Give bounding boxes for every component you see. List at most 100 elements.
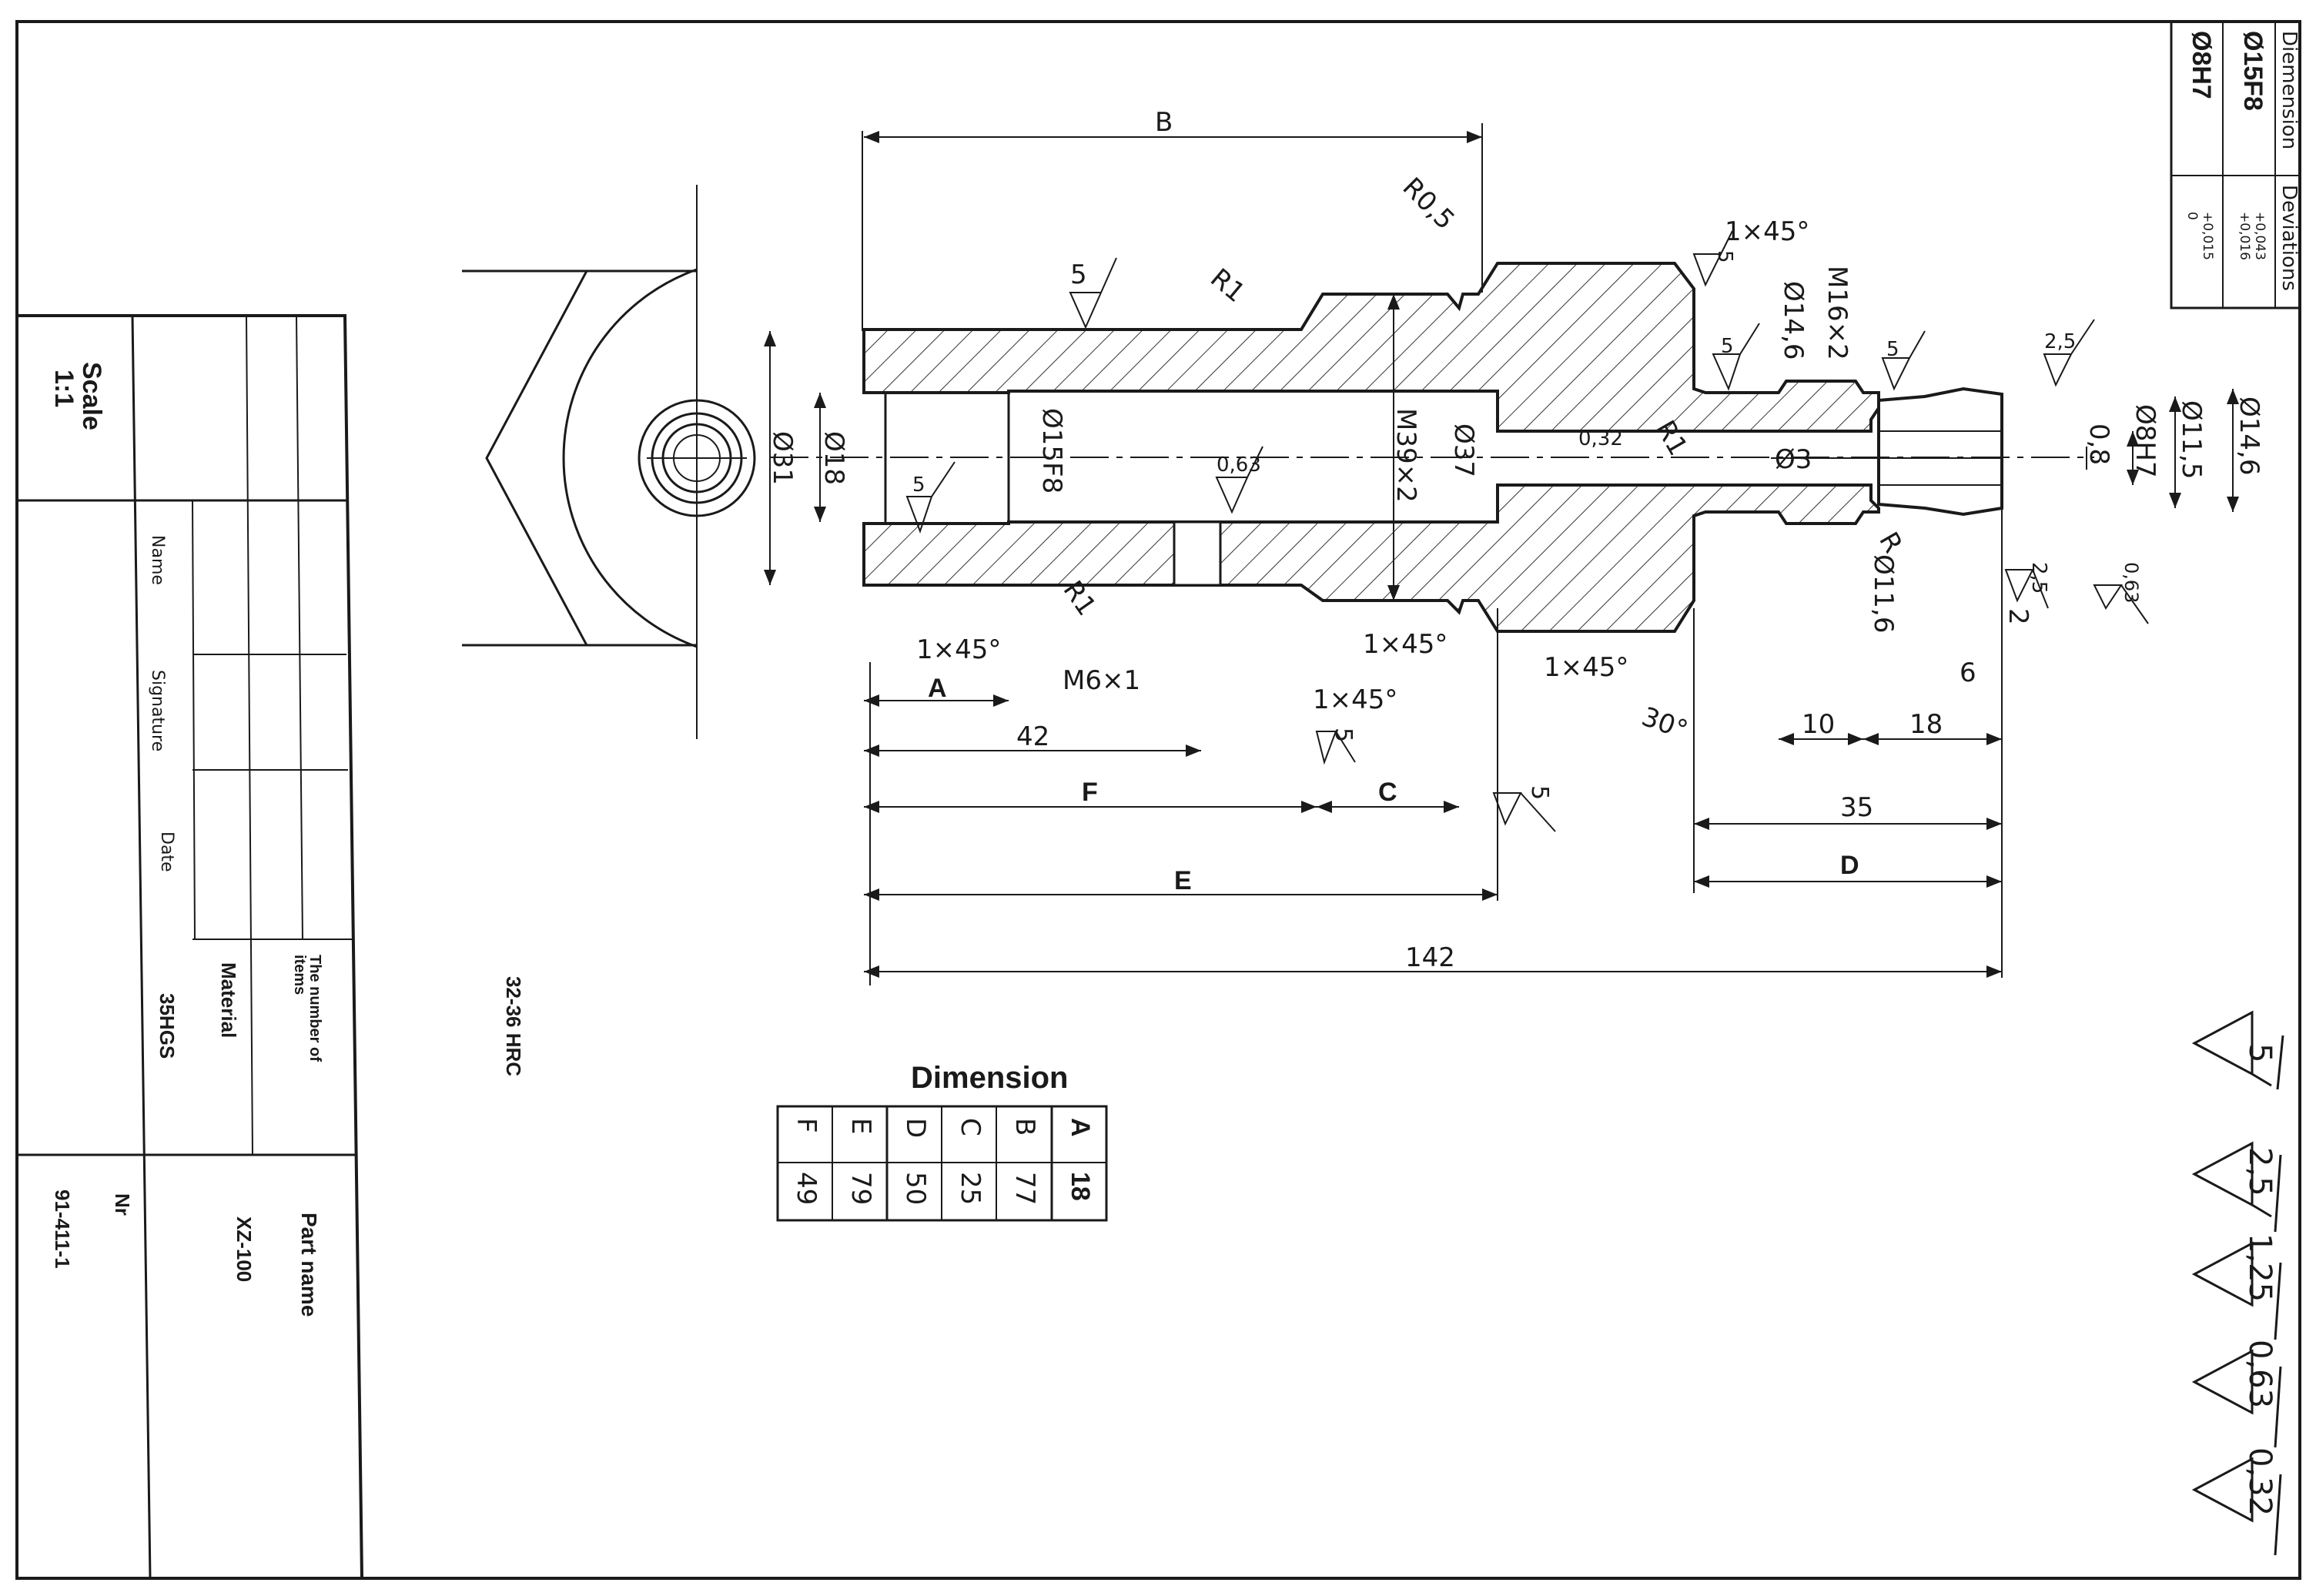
label-ch2: 1×45° bbox=[1363, 629, 1448, 660]
dim-value-A: 18 bbox=[1066, 1172, 1095, 1201]
label-d115: Ø11,5 bbox=[2176, 400, 2207, 479]
dim-letter-E: E bbox=[845, 1118, 876, 1134]
roughness-legend-5: 0,32 bbox=[2242, 1447, 2278, 1516]
dim-value-C: 25 bbox=[955, 1172, 986, 1205]
label-d31: Ø31 bbox=[767, 431, 798, 485]
label-d8H7: Ø8H7 bbox=[2130, 404, 2160, 478]
deviation-table: Diemension Deviations Ø15F8 +0,043 +0,01… bbox=[2170, 20, 2301, 309]
material-label: Material bbox=[217, 962, 240, 1038]
label-C: C bbox=[1378, 778, 1397, 807]
dim-letter-D: D bbox=[900, 1118, 931, 1138]
label-42: 42 bbox=[1016, 721, 1049, 752]
dim-letter-F: F bbox=[791, 1118, 822, 1133]
label-d3: Ø3 bbox=[1775, 444, 1812, 475]
label-d18: Ø18 bbox=[818, 431, 849, 485]
label-R05: R0,5 bbox=[1397, 172, 1461, 236]
material-value: 35HGS bbox=[156, 993, 179, 1059]
deviation-lower-2: 0 bbox=[2184, 212, 2200, 220]
label-R-small2: R bbox=[1873, 527, 1908, 558]
label-r25-a: 2,5 bbox=[2044, 330, 2076, 353]
part-name-value: XZ-100 bbox=[233, 1216, 256, 1282]
title-block: Scale 1:1 Name Signature Date The number… bbox=[17, 314, 364, 1580]
hardness-note: 32-36 HRC bbox=[502, 976, 525, 1076]
label-35: 35 bbox=[1840, 792, 1873, 823]
label-r063-b: 0,63 bbox=[2120, 562, 2142, 603]
label-18: 18 bbox=[1909, 709, 1943, 740]
label-ch3: 1×45° bbox=[1313, 684, 1397, 715]
section-view bbox=[770, 262, 2094, 633]
label-M39x2: M39×2 bbox=[1391, 408, 1421, 503]
name-label: Name bbox=[148, 535, 167, 585]
deviation-dim-1: Ø15F8 bbox=[2238, 31, 2267, 111]
label-5f: 5 bbox=[1330, 728, 1357, 742]
label-B: B bbox=[1155, 107, 1173, 138]
label-d146-a: Ø14,6 bbox=[1778, 281, 1809, 360]
label-A: A bbox=[928, 674, 947, 703]
label-5b: 5 bbox=[912, 473, 925, 497]
drawing-labels: B R0,5 R1 R1 R1 R 5 5 5 5 5 5 5 1×45° M1… bbox=[767, 107, 2264, 973]
dim-value-D: 50 bbox=[900, 1172, 931, 1205]
label-142: 142 bbox=[1405, 942, 1455, 973]
sheet-frame bbox=[15, 20, 2301, 1580]
label-5d: 5 bbox=[1886, 338, 1899, 361]
label-6: 6 bbox=[1960, 657, 1976, 688]
deviation-header-dimension: Diemension bbox=[2278, 31, 2301, 149]
roughness-legend-2: 2,5 bbox=[2242, 1147, 2278, 1196]
deviation-header-deviations: Deviations bbox=[2278, 185, 2301, 291]
label-2: 2 bbox=[2003, 608, 2033, 625]
deviation-upper-2: +0,015 bbox=[2200, 212, 2215, 260]
items-label-line1: The number of bbox=[306, 955, 323, 1062]
items-label-line2: items bbox=[291, 955, 308, 995]
label-E: E bbox=[1174, 866, 1192, 895]
dimension-lines bbox=[764, 123, 2239, 985]
label-r25-b: 2,5 bbox=[2027, 562, 2050, 594]
deviation-upper-1: +0,043 bbox=[2252, 212, 2267, 260]
label-d37: Ø37 bbox=[1448, 423, 1479, 477]
dim-value-F: 49 bbox=[791, 1172, 822, 1205]
label-chamfer-top: 1×45° bbox=[1725, 216, 1809, 247]
dim-letter-A: A bbox=[1066, 1118, 1095, 1137]
section-body-upper bbox=[862, 262, 1880, 433]
label-5a: 5 bbox=[1070, 259, 1087, 290]
dimension-table: Dimension A B C D E F 18 77 25 50 79 49 bbox=[776, 1061, 1108, 1222]
label-ch4: 1×45° bbox=[1544, 652, 1628, 683]
dim-letter-C: C bbox=[955, 1118, 986, 1136]
dim-value-B: 77 bbox=[1009, 1172, 1040, 1205]
label-ch1: 1×45° bbox=[916, 634, 1001, 665]
roughness-legend-3: 1,25 bbox=[2242, 1233, 2278, 1302]
part-name-label: Part name bbox=[297, 1213, 321, 1317]
signature-label: Signature bbox=[148, 670, 167, 751]
nr-value: 91-411-1 bbox=[51, 1189, 74, 1269]
label-d116: Ø11,6 bbox=[1868, 554, 1899, 633]
label-5c: 5 bbox=[1721, 335, 1734, 358]
scale-value: 1:1 bbox=[49, 370, 79, 407]
end-view-hex bbox=[462, 185, 756, 739]
label-5g: 5 bbox=[1526, 785, 1553, 800]
roughness-symbols bbox=[905, 230, 2149, 832]
deviation-lower-1: +0,016 bbox=[2237, 212, 2252, 260]
roughness-legend-4: 0,63 bbox=[2242, 1340, 2278, 1408]
dimension-table-title: Dimension bbox=[911, 1061, 1068, 1095]
label-R1-top: R1 bbox=[1204, 263, 1250, 309]
label-D: D bbox=[1840, 851, 1859, 880]
label-30deg: 30° bbox=[1638, 701, 1692, 746]
label-d15F8: Ø15F8 bbox=[1036, 408, 1067, 494]
label-d146-b: Ø14,6 bbox=[2234, 396, 2264, 475]
date-label: Date bbox=[157, 831, 176, 872]
roughness-legend-1: 5 bbox=[2242, 1043, 2278, 1062]
label-M16x2: M16×2 bbox=[1822, 266, 1852, 360]
label-10: 10 bbox=[1802, 709, 1835, 740]
deviation-dim-2: Ø8H7 bbox=[2187, 31, 2216, 99]
label-M6x1: M6×1 bbox=[1063, 665, 1140, 696]
label-F: F bbox=[1082, 778, 1098, 807]
roughness-legend: 5 2,5 1,25 0,63 0,32 bbox=[2191, 1010, 2284, 1556]
dim-value-E: 79 bbox=[845, 1172, 876, 1205]
label-r032: 0,32 bbox=[1578, 427, 1623, 450]
dim-letter-B: B bbox=[1009, 1118, 1040, 1136]
label-r08: 0,8 bbox=[2083, 423, 2114, 465]
scale-label: Scale bbox=[77, 362, 106, 430]
label-5e: 5 bbox=[1713, 250, 1736, 263]
section-body-lower bbox=[862, 483, 1880, 633]
label-r063-a: 0,63 bbox=[1217, 453, 1261, 477]
